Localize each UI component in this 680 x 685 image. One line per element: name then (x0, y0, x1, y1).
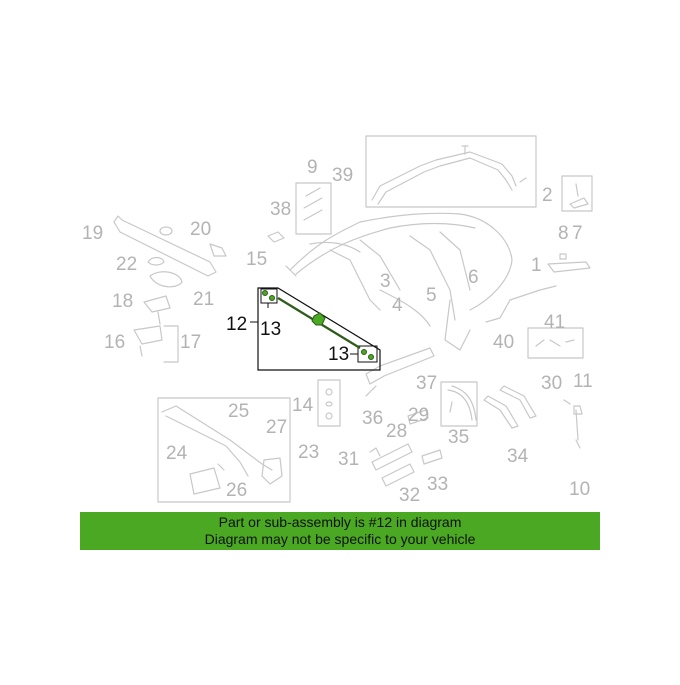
callout-24: 24 (166, 443, 188, 464)
callout-33: 33 (427, 474, 449, 495)
trim-39 (371, 151, 517, 201)
callout-19: 19 (82, 223, 104, 244)
callout-25: 25 (228, 401, 250, 422)
callout-35: 35 (448, 427, 470, 448)
callout-4: 4 (392, 295, 403, 316)
banner-line-2: Diagram may not be specific to your vehi… (204, 531, 476, 547)
box-39 (365, 135, 537, 208)
callout-2: 2 (542, 185, 553, 206)
callout-6: 6 (468, 267, 479, 288)
box-41 (527, 327, 584, 359)
callout-39: 39 (332, 165, 354, 186)
box-23 (157, 397, 291, 503)
callout-30: 30 (541, 373, 563, 394)
callout-37: 37 (416, 373, 438, 394)
callout-3: 3 (380, 271, 391, 292)
callout-32: 32 (399, 485, 421, 506)
callout-22: 22 (116, 254, 138, 275)
callout-8: 8 (558, 223, 569, 244)
callout-29: 29 (408, 405, 430, 426)
box-14 (317, 379, 341, 427)
callout-18: 18 (112, 291, 134, 312)
callout-27: 27 (266, 417, 288, 438)
callout-41: 41 (544, 312, 566, 333)
callout-31: 31 (338, 449, 360, 470)
highlight-box-12 (250, 287, 381, 371)
callout-38: 38 (270, 199, 292, 220)
callout-7: 7 (572, 223, 583, 244)
callout-36: 36 (362, 408, 384, 429)
callout-23: 23 (298, 442, 320, 463)
part-info-banner: Part or sub-assembly is #12 in diagram D… (80, 512, 600, 550)
callout-40: 40 (493, 332, 515, 353)
box-35 (440, 381, 478, 427)
callout-26: 26 (226, 480, 248, 501)
callout-1: 1 (531, 255, 542, 276)
box-2 (561, 175, 593, 212)
callout-9: 9 (307, 157, 318, 178)
banner-line-1: Part or sub-assembly is #12 in diagram (218, 514, 462, 530)
callout-14: 14 (292, 395, 314, 416)
callout-34: 34 (507, 446, 529, 467)
callout-28: 28 (386, 421, 408, 442)
callout-17: 17 (180, 332, 202, 353)
callout-10: 10 (569, 479, 591, 500)
callout-5: 5 (426, 285, 437, 306)
callout-11: 11 (573, 371, 593, 392)
callout-16: 16 (104, 332, 126, 353)
callout-13-top: 13 (260, 319, 282, 340)
callout-15: 15 (246, 249, 268, 270)
callout-13-bottom: 13 (328, 344, 350, 365)
top-frame (289, 212, 513, 311)
box-9 (295, 182, 332, 235)
callout-12: 12 (226, 314, 248, 335)
header-bow-19 (113, 215, 217, 277)
callout-20: 20 (190, 219, 212, 240)
callout-21: 21 (193, 289, 215, 310)
